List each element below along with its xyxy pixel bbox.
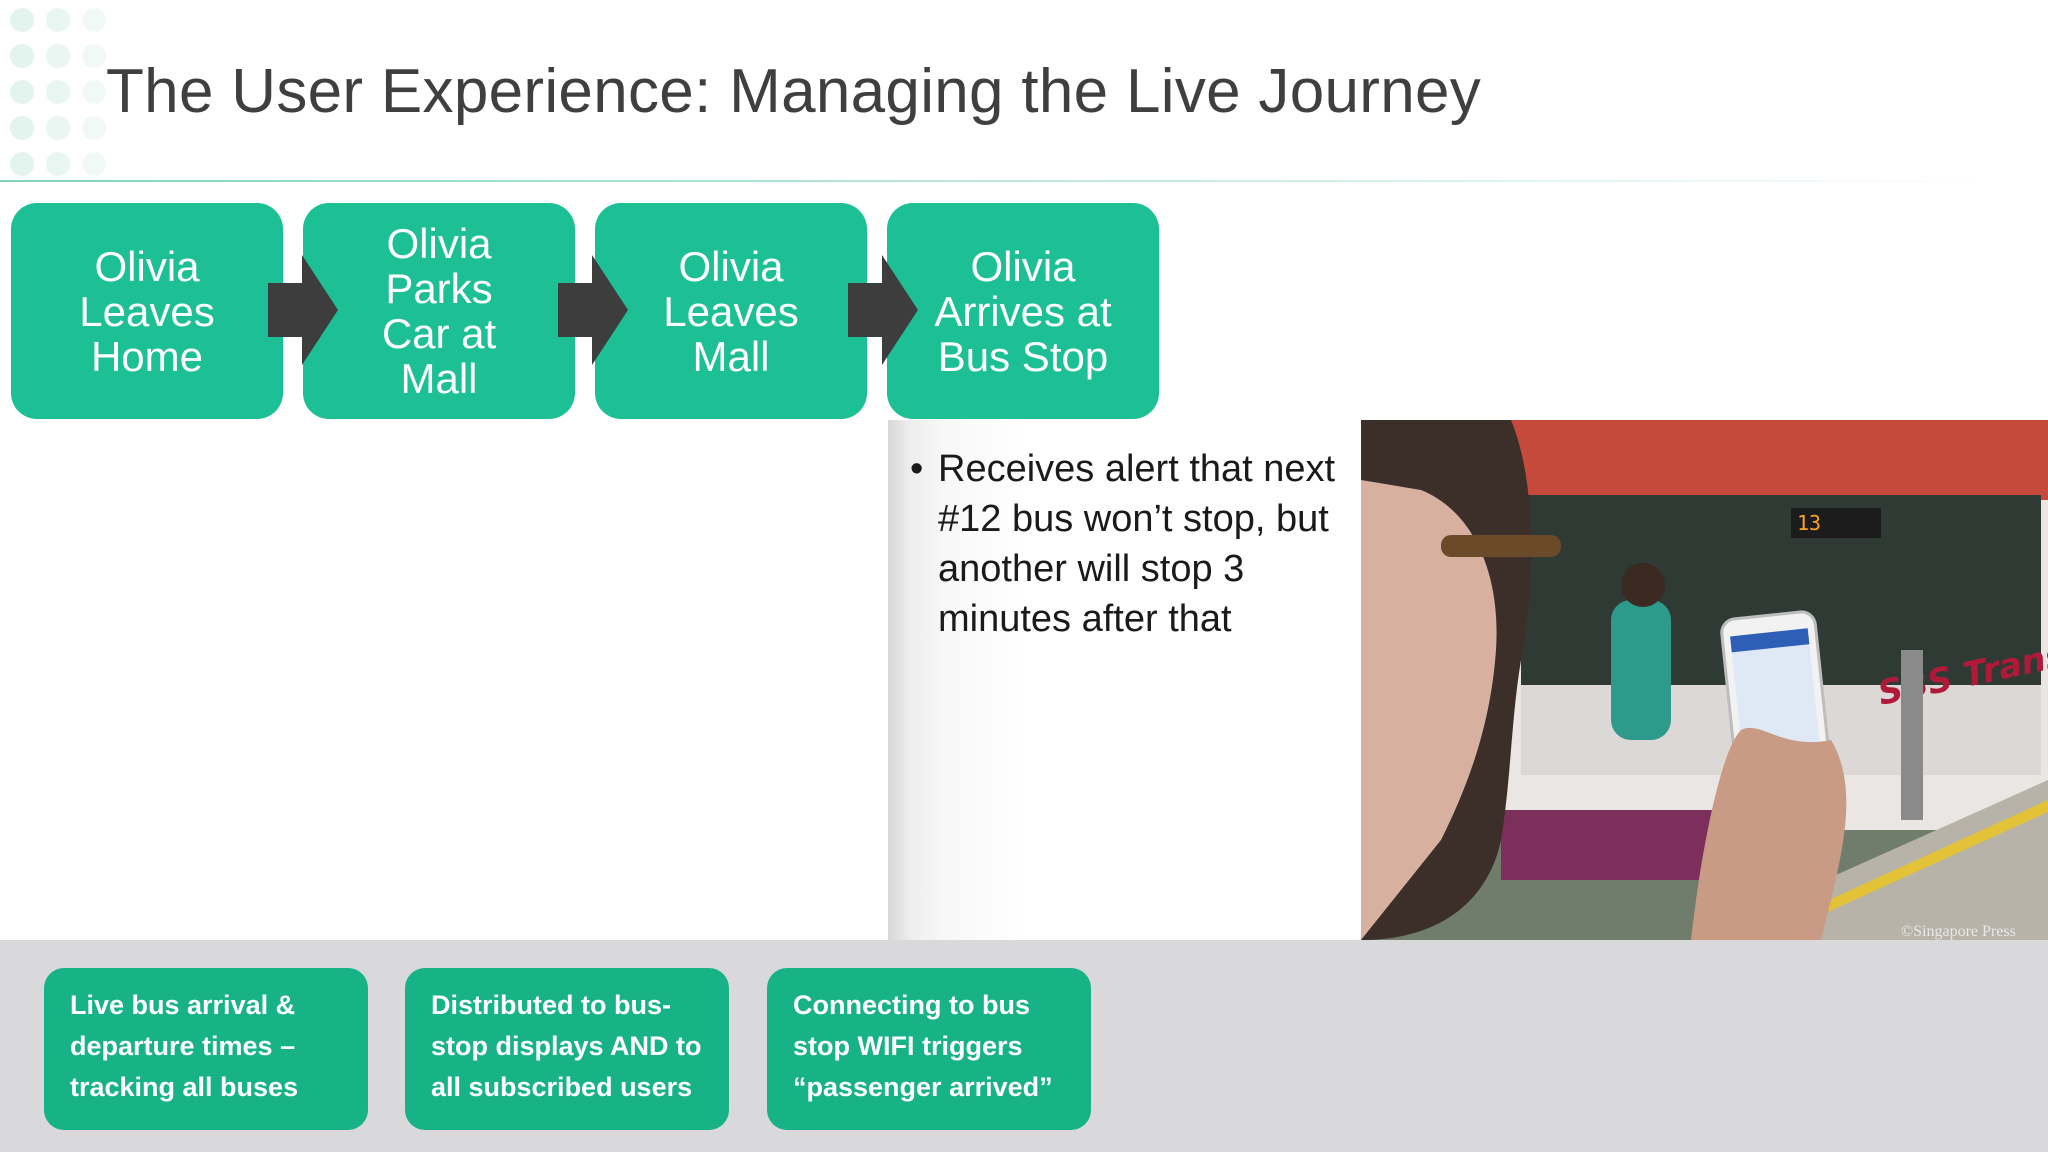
feature-card-text: Connecting to bus stop WIFI triggers “pa… <box>793 990 1053 1102</box>
photo-credit: ©Singapore Press <box>1901 923 2016 940</box>
step-line: Mall <box>692 332 770 380</box>
feature-card-wifi-trigger: Connecting to bus stop WIFI triggers “pa… <box>767 968 1091 1130</box>
step-line: Olivia <box>970 242 1076 290</box>
journey-step-parks-car: Olivia Parks Car at Mall <box>303 203 575 419</box>
arrow-right-icon <box>558 255 628 365</box>
step-line: Mall <box>400 355 478 402</box>
arrow-right-icon <box>848 255 918 365</box>
arrow-right-icon <box>268 255 338 365</box>
journey-step-leaves-mall: Olivia Leaves Mall <box>595 203 867 419</box>
step-line: Parks <box>385 265 493 312</box>
journey-step-leaves-home: Olivia Leaves Home <box>11 203 283 419</box>
bullet-text: Receives alert that next #12 bus won’t s… <box>938 448 1336 640</box>
step-line: Leaves <box>79 287 215 335</box>
slide-title: The User Experience: Managing the Live J… <box>106 57 1482 126</box>
step-line: Olivia <box>94 242 200 290</box>
step-line: Bus Stop <box>937 332 1109 380</box>
feature-card-distribution: Distributed to bus-stop displays AND to … <box>405 968 729 1130</box>
title-divider <box>0 180 1990 182</box>
step-line: Home <box>90 332 204 380</box>
bus-route-number: 13 <box>1797 511 1821 535</box>
journey-step-arrives-bus-stop: Olivia Arrives at Bus Stop <box>887 203 1159 419</box>
feature-card-text: Distributed to bus-stop displays AND to … <box>431 990 702 1102</box>
bullet-marker: • <box>910 448 924 490</box>
step-line: Arrives at <box>934 287 1112 335</box>
step-line: Car at <box>381 310 497 357</box>
step-detail-panel <box>888 420 1363 940</box>
step-line: Leaves <box>663 287 799 335</box>
decorative-dot-pattern <box>10 8 110 178</box>
step-line: Olivia <box>678 242 784 290</box>
bus-stop-photo: 13 SBS Transit ©Singapore Press <box>1361 420 2048 940</box>
feature-card-live-tracking: Live bus arrival & departure times – tra… <box>44 968 368 1130</box>
step-line: Olivia <box>386 220 492 267</box>
feature-card-text: Live bus arrival & departure times – tra… <box>70 990 299 1102</box>
